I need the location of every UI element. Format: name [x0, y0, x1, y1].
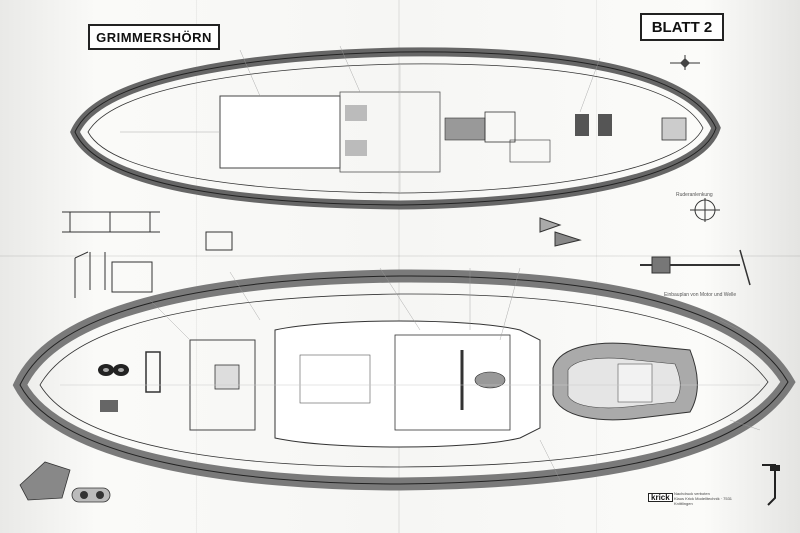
fold-line-quarter-right [596, 0, 597, 533]
fold-line-vertical [398, 0, 400, 533]
drawing-title: GRIMMERSHÖRN [88, 24, 220, 50]
leader-lines [149, 45, 761, 481]
publisher-logo: krick [648, 493, 673, 502]
bottom-left-parts [19, 461, 111, 503]
upper-hull-plan [70, 47, 721, 210]
compass-rose-icon [670, 55, 700, 70]
legend-line-1: Nachdruck verboten [674, 491, 710, 496]
legend-line-2: Klaus Krick Modelltechnik · 7531 Knittli… [674, 496, 733, 506]
lower-hull-plan [12, 269, 796, 491]
motor-shaft-caption: Einbauplan von Motor und Welle [664, 292, 737, 298]
fold-line-quarter-left [196, 0, 197, 533]
detail-parts [62, 198, 751, 298]
fold-line-horizontal [0, 255, 800, 257]
rudder-linkage-caption: Ruderanlenkung [676, 192, 713, 198]
sheet-number: BLATT 2 [640, 13, 724, 41]
publisher-legend: krick Nachdruck verboten Klaus Krick Mod… [648, 491, 748, 513]
rudder-fitting-icon [762, 464, 780, 506]
